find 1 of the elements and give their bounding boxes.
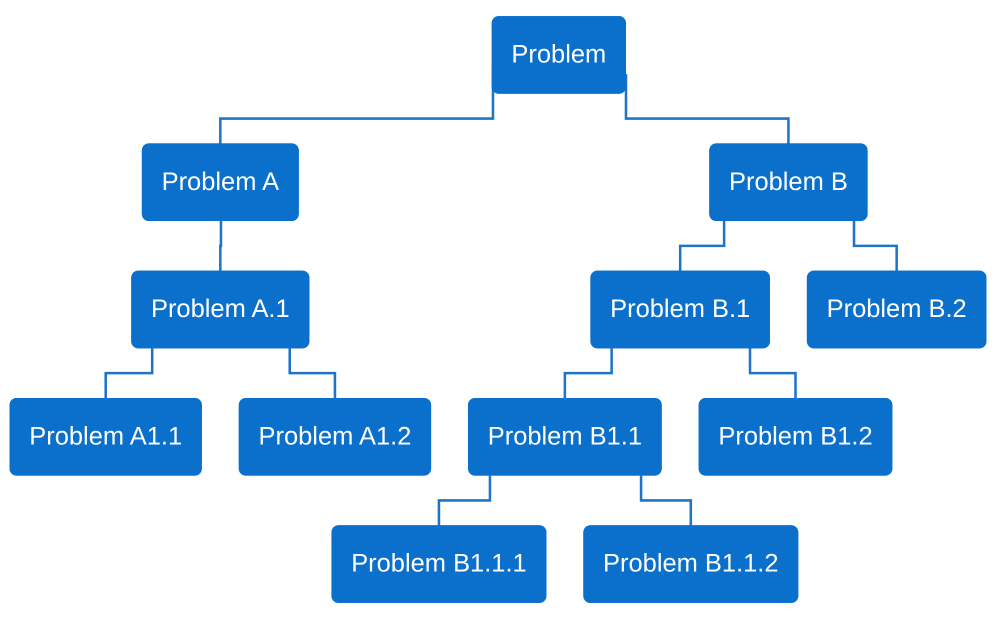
connector	[624, 74, 790, 146]
